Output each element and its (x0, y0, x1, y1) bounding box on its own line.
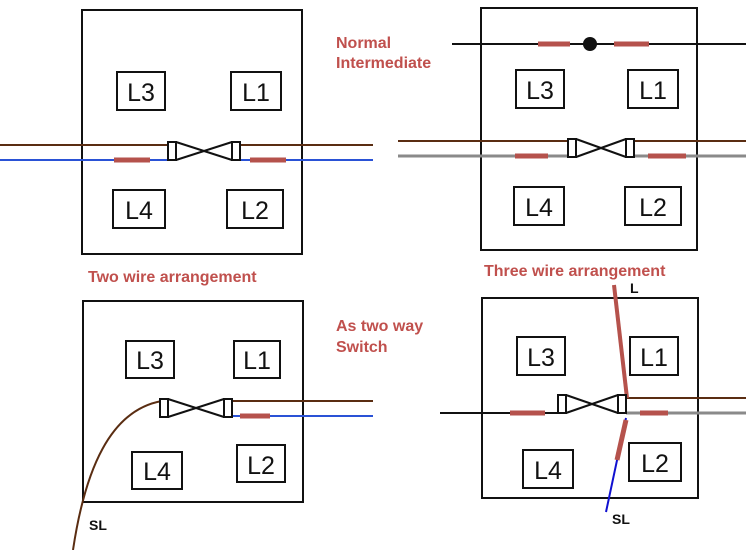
caption-three-wire: Three wire arrangement (484, 263, 666, 280)
terminal-l2: L2 (226, 189, 284, 229)
terminal-label: L1 (639, 77, 667, 105)
caption-intermediate: Intermediate (336, 55, 431, 72)
switch-contact-symbol (159, 398, 233, 418)
terminal-label: L3 (526, 77, 554, 105)
terminal-label: L4 (534, 457, 562, 485)
terminal-l4: L4 (112, 189, 166, 229)
terminal-label: L2 (639, 194, 667, 222)
terminal-l3: L3 (125, 340, 175, 379)
caption-as-two-way: As two way (336, 318, 423, 335)
terminal-label: L3 (527, 344, 555, 372)
terminal-label: L1 (242, 79, 270, 107)
terminal-l3: L3 (515, 69, 565, 109)
terminal-label: L4 (525, 194, 553, 222)
sleeve (614, 419, 629, 461)
wire-l-line (612, 284, 629, 399)
terminal-l4: L4 (513, 186, 565, 226)
terminal-l1: L1 (629, 336, 679, 376)
wire-brown-sl (72, 400, 163, 550)
terminal-l2: L2 (236, 444, 286, 483)
terminal-l3: L3 (516, 336, 566, 376)
terminal-l1: L1 (230, 71, 282, 111)
terminal-label: L1 (243, 347, 271, 375)
caption-normal: Normal (336, 35, 391, 52)
junction-dot (583, 37, 597, 51)
wire-label-l: L (630, 280, 639, 296)
wire-label-sl: SL (612, 511, 630, 527)
wire-label-sl: SL (89, 517, 107, 533)
panel-two-wire: L3 L1 L4 L2 (0, 9, 373, 255)
switch-contact-symbol (557, 394, 627, 414)
terminal-l4: L4 (522, 449, 574, 489)
panel-intermediate-l-sl: L3 L1 L4 L2 L SL (440, 280, 746, 527)
terminal-label: L3 (136, 347, 164, 375)
terminal-l4: L4 (131, 451, 183, 490)
switch-contact-symbol (167, 141, 241, 161)
terminal-l2: L2 (624, 186, 682, 226)
terminal-l3: L3 (116, 71, 166, 111)
terminal-l1: L1 (627, 69, 679, 109)
terminal-label: L3 (127, 79, 155, 107)
terminal-label: L2 (641, 450, 669, 478)
switch-plate (81, 9, 303, 255)
terminal-l1: L1 (233, 340, 281, 379)
panel-two-way: L3 L1 L4 L2 SL (72, 300, 373, 550)
caption-two-wire: Two wire arrangement (88, 269, 257, 286)
panel-three-wire: L3 L1 L4 L2 (398, 7, 746, 251)
terminal-label: L2 (241, 197, 269, 225)
terminal-label: L1 (640, 344, 668, 372)
terminal-label: L2 (247, 452, 275, 480)
terminal-l2: L2 (628, 442, 682, 482)
switch-contact-symbol (567, 138, 635, 158)
caption-switch: Switch (336, 339, 388, 356)
terminal-label: L4 (125, 197, 153, 225)
terminal-label: L4 (143, 458, 171, 486)
